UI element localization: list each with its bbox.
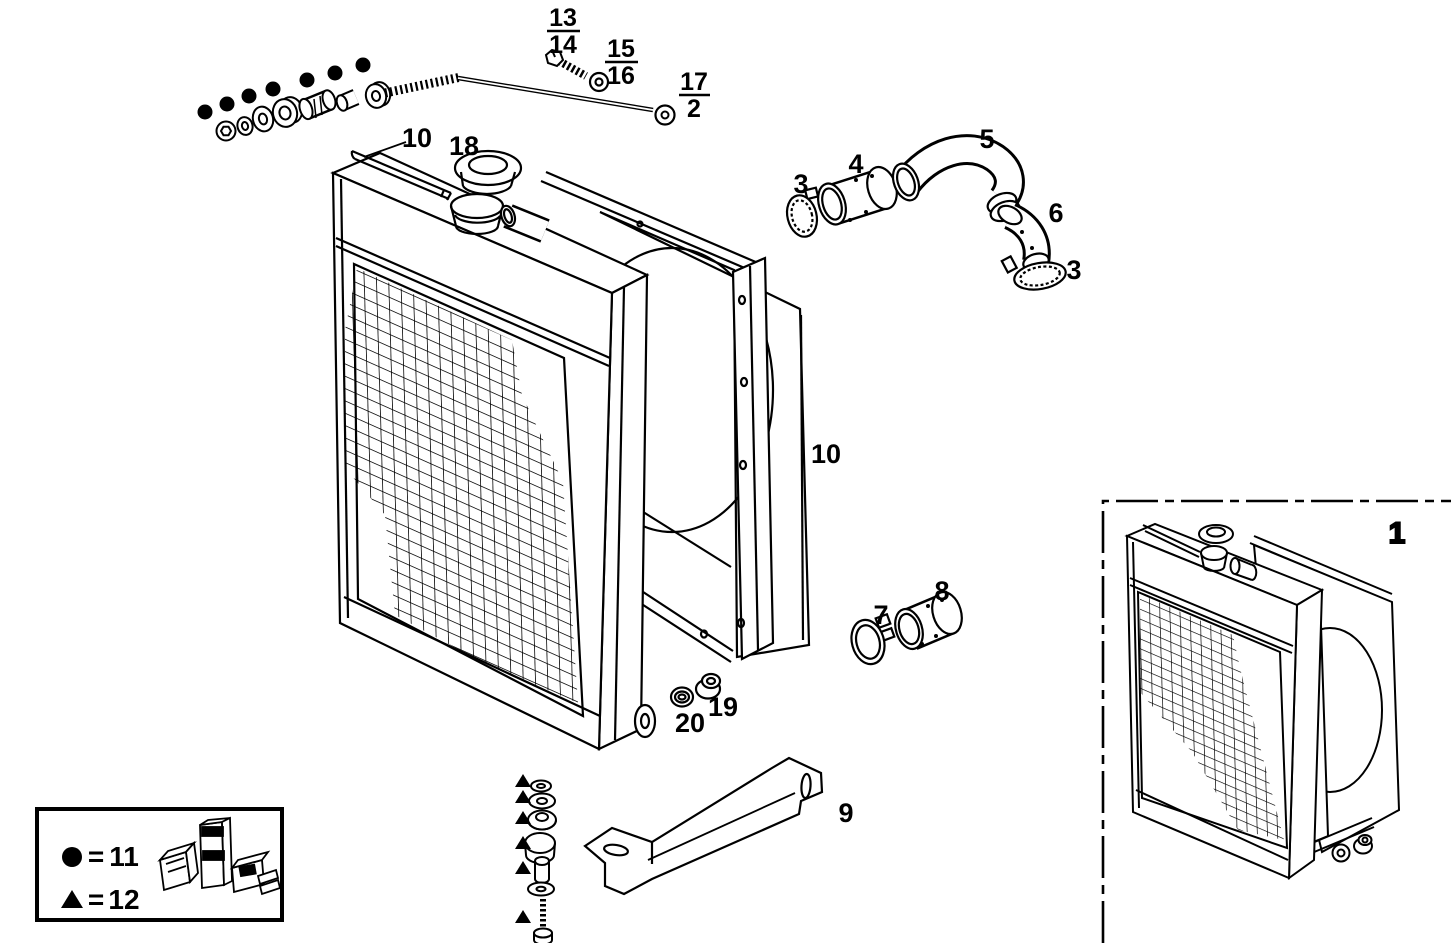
hose-sleeve [894,590,963,651]
legend-part-11: 11 [109,841,139,872]
outlet-pipe-elbow [891,134,1025,223]
washer-small [236,116,254,136]
inset-radiator [1124,522,1325,880]
stack-bolt [533,899,553,943]
leader-line-10 [363,141,407,158]
washer-20 [669,686,695,708]
callout-5: 5 [979,124,994,154]
fraction-13-14: 13 14 [547,4,580,59]
mounting-bracket [583,756,824,896]
callout-3-upper: 3 [793,169,808,199]
shroud-top-strip [350,149,452,201]
callout-10-strip: 10 [402,123,432,153]
callout-3-lower: 3 [1066,255,1081,285]
fraction-17-2: 17 2 [679,68,710,123]
legend-equals-2: = [88,884,104,915]
callout-9: 9 [838,798,853,828]
mount-stack [524,779,557,943]
inset-radiator-mesh [1140,594,1284,840]
bolt [544,48,588,80]
legend-circle-symbol [62,847,82,867]
hose-clamp-lower [1000,254,1067,291]
hose-straight [817,165,898,226]
callout-19: 19 [708,692,738,722]
circle-marker [355,57,371,73]
circle-marker [265,81,281,97]
radiator-inlet-stub [499,204,550,243]
legend-box: = 11 = 12 [35,807,284,922]
radiator-cap [449,149,550,243]
spacer-sleeve [335,89,360,112]
callout-20: 20 [675,708,705,738]
callout-16: 16 [607,62,635,90]
inset-assembled-view: 1 [1101,499,1451,943]
callout-2: 2 [687,95,701,123]
radiator-tank-seam [335,236,611,360]
callout-18: 18 [449,131,479,161]
small-fasteners [669,672,722,708]
circle-marker [299,72,315,88]
triangle-marker [515,861,531,874]
fan-shroud [540,170,811,663]
fraction-15-16: 15 16 [605,35,638,90]
callout-15: 15 [607,35,635,63]
callout-13: 13 [549,4,577,32]
radiator-drain-boss [633,703,657,739]
circle-marker [219,96,235,112]
hose-clamp-bottom [850,612,896,666]
callout-14: 14 [549,31,577,59]
callout-17: 17 [680,68,708,96]
callout-6: 6 [1048,198,1063,228]
washer-medium [251,105,275,133]
radiator-stay-rod [384,72,676,126]
splined-bushing [298,89,337,121]
fastener-row [215,81,392,142]
legend-equals-1: = [88,841,104,872]
radiator [330,141,657,751]
inset-border [1101,499,1451,943]
circle-markers [197,57,371,120]
circle-marker [241,88,257,104]
inset-fasteners [1331,834,1373,863]
triangle-marker [515,910,531,923]
legend-part-12: 12 [108,884,139,915]
hex-nut [215,120,237,142]
radiator-core-mesh [345,268,578,703]
triangle-marker [515,811,531,824]
callout-labels: 13 14 15 16 17 2 10 18 3 4 5 6 3 10 8 7 … [402,4,1082,828]
legend-triangle-symbol [61,890,83,908]
callout-4: 4 [848,149,863,179]
triangle-marker [515,774,531,787]
shroud-top-rail [545,170,759,265]
bolt-washer [588,71,610,93]
washer-large [364,81,392,109]
callout-7: 7 [873,600,888,630]
hose-assembly [785,134,1067,291]
callout-10-shroud: 10 [811,439,841,469]
radiator-core-frame [352,262,585,718]
rod-eyelet [654,104,676,126]
spacer-tube [534,856,550,884]
hose-clamp-upper [785,186,820,238]
triangle-marker [515,836,531,849]
triangle-markers [515,774,531,923]
triangle-marker [515,790,531,803]
lower-hose-parts [850,590,963,666]
nut-19 [694,672,722,700]
parts-packaging-illustration [157,816,282,896]
bushing [271,96,304,128]
callout-8: 8 [934,576,949,606]
circle-marker [327,65,343,81]
callout-1: 1 [1389,517,1406,550]
circle-marker [197,104,213,120]
